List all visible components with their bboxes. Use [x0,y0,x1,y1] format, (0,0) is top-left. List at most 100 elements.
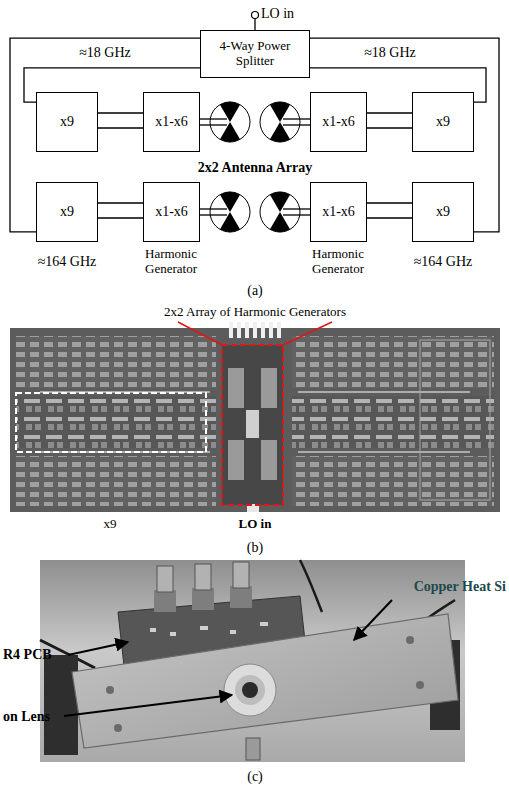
figure-label: ≈164 GHz [26,254,108,270]
figure-label: ≈18 GHz [60,45,150,61]
highlight-box-part [222,345,283,505]
figure-label: R4 PCB [3,647,78,663]
module-photo-part [192,588,214,610]
module-photo-part [224,664,276,716]
figure-label: Harmonic Generator [301,247,375,277]
bond-pads-part [229,322,233,338]
chip-micrograph-part [16,336,216,388]
figure-label: Harmonic Generator [134,247,208,277]
chip-micrograph-part [228,440,244,480]
antenna-feed-wire-part [283,118,310,119]
bowtie-antenna-part [270,212,290,232]
bowtie-antenna-part [210,102,250,142]
leader-arrow-part [64,695,232,716]
bond-pads-part [245,322,249,338]
lo-input-terminal-part [254,19,255,31]
figure-label: ≈164 GHz [402,254,484,270]
module-photo-part [200,626,208,630]
figure-label: (c) [235,769,275,785]
module-photo-part [195,564,211,590]
signal-wire [98,113,143,128]
module-photo-part [154,590,176,612]
figure-label: (a) [235,283,275,299]
module-photo-part [406,636,414,644]
chip-micrograph-part [261,368,277,408]
bowtie-antenna-part [270,192,290,212]
bond-pads [229,322,281,338]
figure-label: on Lens [3,709,78,725]
antenna-feed-wire-part [283,208,310,209]
module-photo-part [230,586,252,608]
module-photo-part [230,630,236,634]
chip-micrograph-part [261,440,277,480]
figure-label: LO in [220,517,290,532]
lo-input-terminal-part [252,12,259,19]
chip-micrograph-part [16,456,216,506]
module-photo-part [170,632,176,636]
chip-micrograph-part [222,345,283,505]
module-photo-part [150,628,156,632]
chip-micrograph-part [420,340,490,500]
circuit-block: x9 [36,182,98,242]
block-label: x1-x6 [322,204,355,220]
signal-wire [98,203,143,218]
antenna-feed-wire-part [283,124,310,125]
bowtie-antenna-part [260,102,300,142]
bowtie-antenna-part [210,192,250,232]
bowtie-antenna-part [220,122,240,142]
highlight-box-part [178,322,222,345]
chip-micrograph-part [16,396,216,448]
circuit-block: x1-x6 [310,182,367,242]
circuit-block: x1-x6 [310,92,367,152]
bond-pads-part [269,322,273,338]
module-photo-part [40,560,465,762]
bowtie-antenna-part [220,212,240,232]
lo-input-terminal [252,12,259,31]
module-photo-part [242,682,258,698]
highlight-box [16,322,332,505]
module-photo-part [44,655,78,755]
chip-micrograph-part [298,391,470,393]
figure-label: 2x2 Array of Harmonic Generators [115,305,395,320]
chip-micrograph [10,328,500,512]
block-label: x9 [436,204,450,220]
bowtie-antenna-part [220,102,240,122]
leader-arrow-part [354,600,392,640]
figure-label: Copper Heat Si [381,579,506,595]
module-photo-part [246,738,260,760]
antenna-feed-wire-part [200,118,227,119]
power-splitter-box: 4-Way Power Splitter [200,30,310,78]
circuit-block: x1-x6 [143,182,200,242]
antenna-feed-wire-part [200,214,227,215]
module-photo-part [106,686,114,694]
figure-label: 2x2 Antenna Array [185,160,325,176]
bond-pads-part [253,322,257,338]
circuit-block: x9 [412,92,474,152]
leader-arrow-part [68,642,128,655]
highlight-box-part [283,322,332,345]
block-label: x1-x6 [155,204,188,220]
bowtie-antenna-part [260,192,300,232]
antenna-feed-wire-part [200,124,227,125]
module-photo-part [233,562,249,588]
circuit-block: x9 [36,92,98,152]
circuit-block: x1-x6 [143,92,200,152]
bond-pads-part [261,322,265,338]
bond-pads-part [237,322,241,338]
chip-micrograph-part [228,368,244,408]
module-photo-part [300,560,322,612]
figure-label: ≈18 GHz [345,45,435,61]
block-label: x1-x6 [155,114,188,130]
chip-micrograph-part [246,410,259,438]
module-photo-part [235,675,265,705]
bond-pads-part [277,322,281,338]
chip-micrograph-part [292,456,494,506]
module-photo-part [260,622,268,626]
module-photo [40,560,465,762]
antenna-feed-wire-part [200,208,227,209]
figure-label: LO in [261,6,321,22]
chip-micrograph-part [292,396,494,448]
